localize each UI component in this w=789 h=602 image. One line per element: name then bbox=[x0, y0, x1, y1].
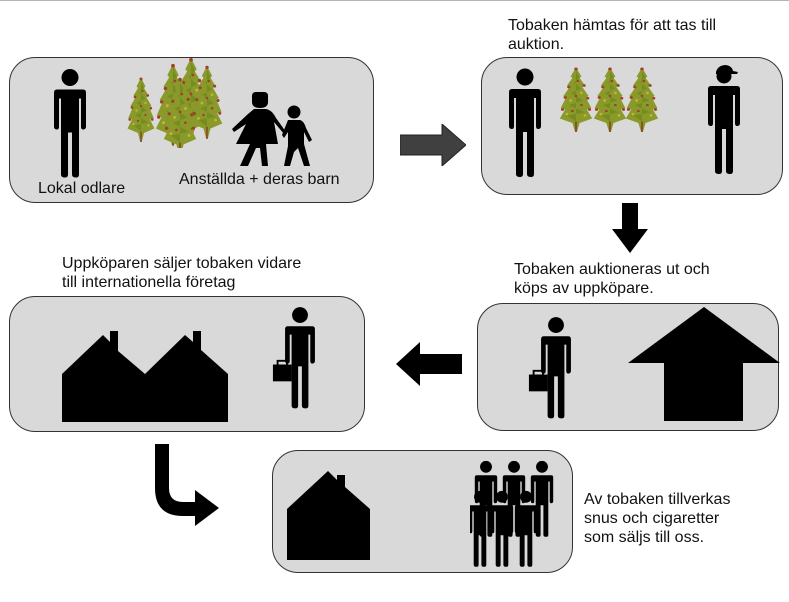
caption-line: Tobaken auktioneras ut och bbox=[514, 261, 710, 278]
person-icon bbox=[50, 67, 90, 180]
auction-house-icon bbox=[628, 307, 780, 421]
step3-caption: Tobaken auktioneras ut och köps av uppkö… bbox=[514, 260, 710, 298]
arrow-left-icon bbox=[396, 342, 462, 386]
caption-line: Tobaken hämtas för att tas till bbox=[508, 17, 717, 34]
factory-icon bbox=[62, 331, 228, 422]
tobacco-plant bbox=[625, 67, 659, 132]
top-divider bbox=[0, 0, 789, 1]
tobacco-plants-icon bbox=[127, 58, 223, 148]
step2-caption: Tobaken hämtas för att tas till auktion. bbox=[508, 16, 716, 54]
group-of-people-icon bbox=[470, 460, 554, 567]
caption-line: köps av uppköpare. bbox=[514, 280, 654, 297]
caption-line: auktion. bbox=[508, 36, 565, 53]
arrow-right-icon bbox=[400, 124, 466, 166]
tobacco-plant bbox=[593, 67, 627, 132]
caption-line: snus och cigaretter bbox=[584, 510, 720, 527]
tobacco-plant bbox=[127, 77, 155, 142]
caption-line: som säljs till oss. bbox=[584, 529, 705, 546]
caption-line: Av tobaken tillverkas bbox=[584, 491, 731, 508]
arrow-down-icon bbox=[612, 203, 648, 253]
step4-caption: Uppköparen säljer tobaken vidare till in… bbox=[62, 254, 301, 292]
person-with-cap-icon bbox=[704, 62, 744, 178]
tobacco-plants-icon bbox=[559, 67, 659, 132]
house-icon bbox=[287, 471, 370, 560]
arrow-down-right-curved-icon bbox=[155, 444, 219, 526]
caption-line: till internationella företag bbox=[62, 274, 236, 291]
person-icon bbox=[505, 68, 545, 178]
workers-label: Anställda + deras barn bbox=[179, 171, 340, 188]
caption-line: Uppköparen säljer tobaken vidare bbox=[62, 255, 302, 272]
step5-caption: Av tobaken tillverkas snus och cigarette… bbox=[584, 490, 730, 547]
businessman-icon bbox=[272, 303, 328, 413]
tobacco-plant bbox=[559, 67, 593, 132]
grower-label: Lokal odlare bbox=[38, 180, 126, 197]
businessman-icon bbox=[528, 313, 584, 423]
adult-child-walking-icon bbox=[232, 92, 312, 166]
